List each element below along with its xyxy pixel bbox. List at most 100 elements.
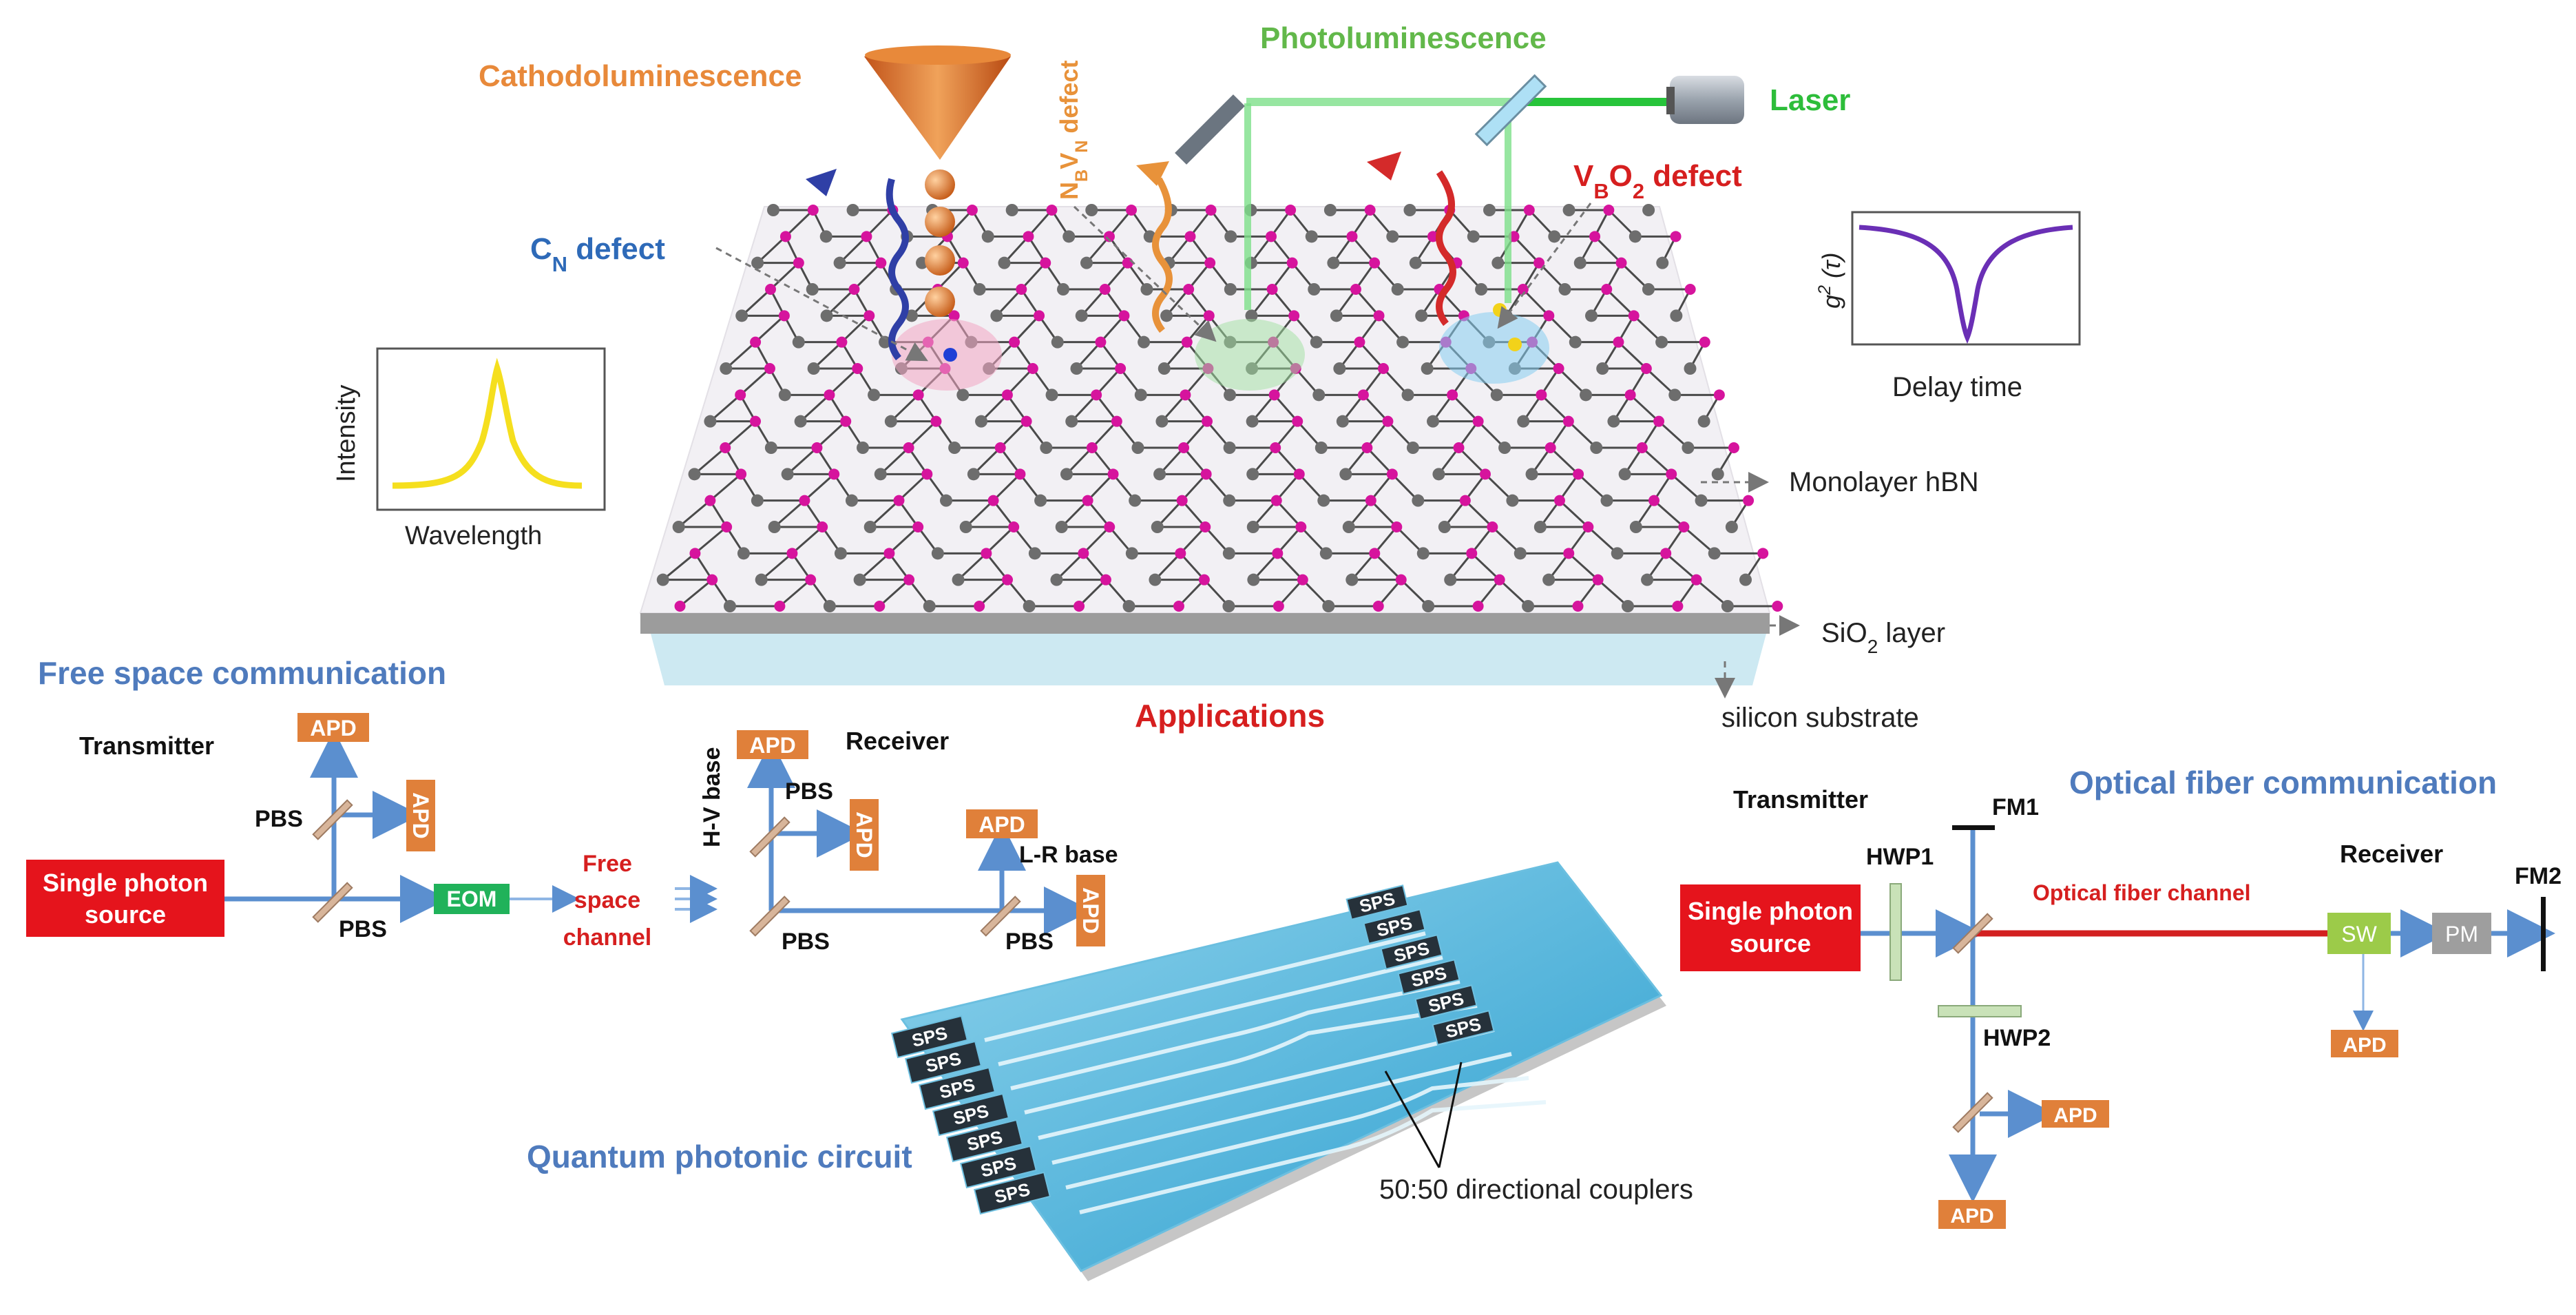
- nitrogen-atom: [998, 256, 1011, 269]
- nitrogen-atom: [1312, 389, 1326, 402]
- nitrogen-atom: [1386, 230, 1399, 243]
- boron-atom: [1181, 336, 1193, 348]
- boron-atom: [1173, 601, 1184, 612]
- fs-channel-line3: channel: [563, 924, 651, 951]
- nitrogen-atom: [1339, 468, 1352, 481]
- boron-atom: [1203, 310, 1215, 322]
- fiber-apd-bottom: APD: [1938, 1200, 2006, 1229]
- fm2-mirror: [2541, 897, 2546, 971]
- sps-chip: SPS: [904, 1040, 983, 1084]
- boron-atom: [883, 548, 895, 559]
- boron-atom: [1180, 389, 1191, 401]
- boron-atom: [1126, 205, 1137, 216]
- nitrogen-atom: [1085, 204, 1098, 216]
- nitrogen-atom: [1611, 547, 1624, 560]
- boron-atom: [1572, 601, 1584, 612]
- nitrogen-atom: [1629, 230, 1642, 243]
- fs-pbs-label: PBS: [255, 806, 303, 832]
- boron-atom: [1346, 231, 1358, 242]
- fs-single-photon-source: [26, 860, 224, 937]
- nitrogen-atom: [1051, 335, 1064, 349]
- boron-atom: [1391, 521, 1403, 532]
- boron-atom: [1027, 363, 1038, 374]
- nitrogen-atom: [764, 442, 777, 454]
- nitrogen-atom: [1330, 309, 1343, 322]
- fs-channel-line2: space: [574, 887, 640, 913]
- nitrogen-atom: [967, 468, 980, 481]
- nitrogen-atom: [1514, 547, 1527, 560]
- boron-atom: [1713, 389, 1725, 401]
- boron-atom: [1447, 389, 1458, 401]
- cathodo-label: Cathodoluminescence: [479, 59, 802, 93]
- boron-atom: [1589, 231, 1601, 242]
- nitrogen-atom: [905, 309, 918, 322]
- fs-pbs-label: PBS: [785, 778, 833, 805]
- svg-text:SPS: SPS: [978, 1152, 1018, 1181]
- nitrogen-atom: [1525, 468, 1538, 481]
- boron-atom: [1563, 548, 1575, 559]
- boron-atom: [921, 468, 933, 480]
- boron-atom: [1205, 205, 1217, 216]
- nitrogen-atom: [1412, 494, 1425, 507]
- nitrogen-atom: [1607, 415, 1620, 428]
- photolum-label: Photoluminescence: [1260, 21, 1547, 55]
- nitrogen-atom: [794, 415, 807, 428]
- fs-eom: [434, 884, 510, 914]
- sps-chip: SPS: [973, 1171, 1051, 1215]
- boron-atom: [793, 257, 804, 269]
- boron-atom: [1270, 495, 1282, 506]
- boron-atom: [840, 415, 852, 427]
- nitrogen-atom: [1427, 415, 1440, 428]
- nitrogen-atom: [1403, 204, 1416, 216]
- boron-atom: [1544, 442, 1556, 453]
- svg-text:APD: APD: [978, 812, 1025, 837]
- boron-atom: [1361, 442, 1373, 453]
- fiber-single-photon-source: [1680, 884, 1861, 971]
- nitrogen-atom: [1416, 547, 1430, 560]
- boron-atom: [1648, 495, 1660, 506]
- boron-atom: [1183, 284, 1195, 295]
- fiber-apd-sw: APD: [2331, 1030, 2398, 1057]
- nitrogen-atom: [1401, 389, 1414, 402]
- nitrogen-atom: [807, 362, 820, 375]
- boron-atom: [1372, 601, 1384, 612]
- boron-atom: [706, 574, 718, 586]
- nitrogen-atom: [1062, 230, 1076, 243]
- sps-chip: SPS: [959, 1145, 1038, 1189]
- boron-atom: [674, 601, 686, 612]
- cn-defect-label: CN defect: [530, 232, 665, 276]
- nitrogen-atom: [1005, 204, 1018, 216]
- nitrogen-atom: [1618, 468, 1631, 481]
- nitrogen-atom: [1245, 309, 1258, 322]
- boron-atom: [721, 521, 733, 532]
- sps-chip: SPS: [932, 1093, 1010, 1137]
- boron-atom: [836, 336, 848, 348]
- boron-atom: [1553, 495, 1565, 506]
- nitrogen-atom: [1246, 521, 1259, 533]
- boron-atom: [720, 442, 731, 453]
- boron-atom: [1204, 257, 1216, 269]
- free-space-title: Free space communication: [38, 655, 446, 691]
- nitrogen-atom: [1590, 442, 1603, 454]
- boron-atom: [1293, 468, 1305, 480]
- nitrogen-atom: [1322, 600, 1335, 612]
- nitrogen-atom: [1151, 521, 1164, 533]
- boron-atom: [1395, 574, 1407, 586]
- nitrogen-atom: [1065, 415, 1078, 428]
- fs-source-line2: source: [85, 900, 166, 929]
- nitrogen-atom: [1153, 468, 1166, 481]
- svg-text:SPS: SPS: [992, 1179, 1032, 1208]
- nitrogen-atom: [1034, 494, 1047, 507]
- boron-atom: [1640, 363, 1652, 374]
- nitrogen-atom: [975, 415, 988, 428]
- boron-atom: [1369, 548, 1381, 559]
- cathodo-source: [864, 45, 1011, 317]
- nitrogen-atom: [723, 600, 736, 612]
- boron-atom: [912, 389, 924, 401]
- boron-atom: [1653, 415, 1665, 427]
- boron-atom: [994, 442, 1006, 453]
- nitrogen-atom: [1055, 521, 1068, 533]
- nitrogen-atom: [1070, 362, 1083, 375]
- boron-atom: [848, 284, 860, 295]
- boron-atom: [811, 442, 823, 453]
